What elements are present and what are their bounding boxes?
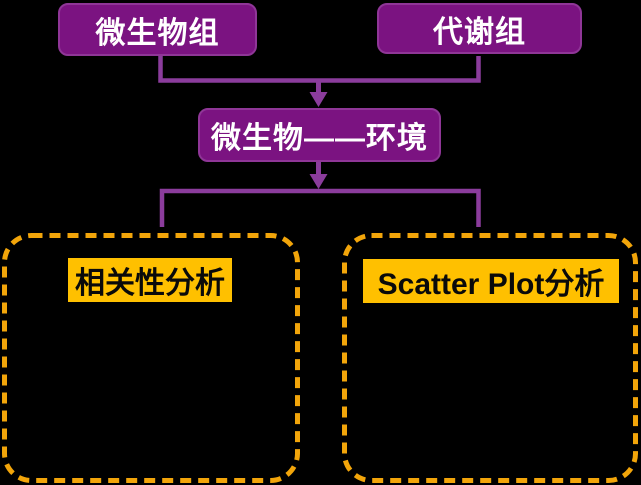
scatter-plot-analysis-text: Scatter Plot分析 [377,268,605,301]
node-metabolome: 代谢组 [377,3,582,54]
node-metabolome-label: 代谢组 [433,15,526,49]
arrowhead-from-middle-icon [309,174,328,189]
node-microbiome: 微生物组 [58,3,257,56]
node-microbe-environment: 微生物——环境 [198,108,441,162]
split-connector-bottom [159,188,481,227]
node-microbiome-label: 微生物组 [95,16,220,50]
correlation-analysis-title: 相关性分析 [68,258,232,302]
arrowhead-to-middle-icon [309,92,328,107]
node-microbe-environment-label: 微生物——环境 [211,122,428,155]
correlation-analysis-text: 相关性分析 [75,267,225,300]
correlation-dashed-box [2,233,300,483]
scatter-plot-dashed-box [342,233,638,483]
scatter-plot-analysis-title: Scatter Plot分析 [363,259,619,303]
merge-connector-top [158,56,481,83]
